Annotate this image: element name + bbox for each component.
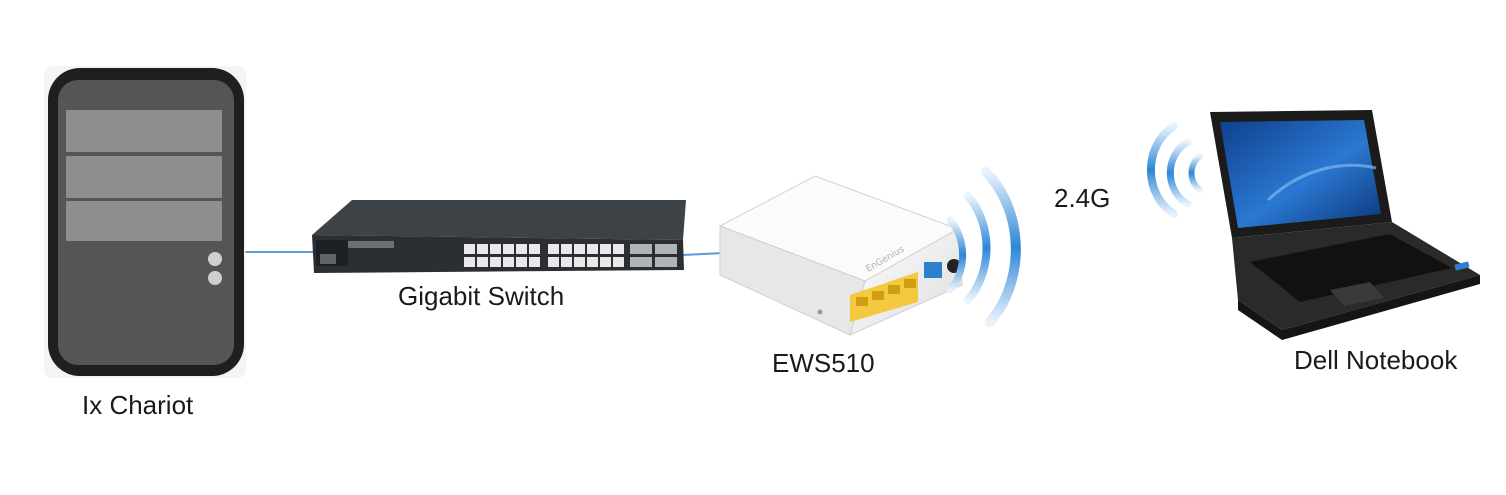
network-switch-icon [312,200,686,273]
switch-port [613,257,624,267]
switch-port [464,257,475,267]
access-point-label: EWS510 [772,348,875,378]
switch-port [574,244,585,254]
server-label: Ix Chariot [82,390,194,420]
switch-port [529,257,540,267]
switch-port [516,244,527,254]
cable-switch-ap [682,252,725,256]
switch-port [587,257,598,267]
switch-port [548,257,559,267]
switch-port [574,257,585,267]
switch-port [529,244,540,254]
switch-port [464,244,475,254]
wireless-band-label: 2.4G [1054,183,1111,213]
switch-port [587,244,598,254]
switch-port [613,244,624,254]
wall-access-point-icon: EnGenius [718,175,963,336]
switch-port [503,244,514,254]
laptop-icon [1210,110,1480,340]
tower-server-icon [44,66,246,378]
switch-port [516,257,527,267]
switch-port [600,257,611,267]
switch-port [490,257,501,267]
switch-port-array [464,244,624,267]
switch-port [561,257,572,267]
switch-port [477,257,488,267]
switch-label: Gigabit Switch [398,281,565,311]
switch-port [600,244,611,254]
switch-port [503,257,514,267]
switch-port [561,244,572,254]
switch-port [548,244,559,254]
switch-port [490,244,501,254]
switch-port [477,244,488,254]
wifi-signal-icon [1146,122,1203,218]
wifi-signal-icon [946,167,1021,327]
laptop-label: Dell Notebook [1294,345,1458,375]
